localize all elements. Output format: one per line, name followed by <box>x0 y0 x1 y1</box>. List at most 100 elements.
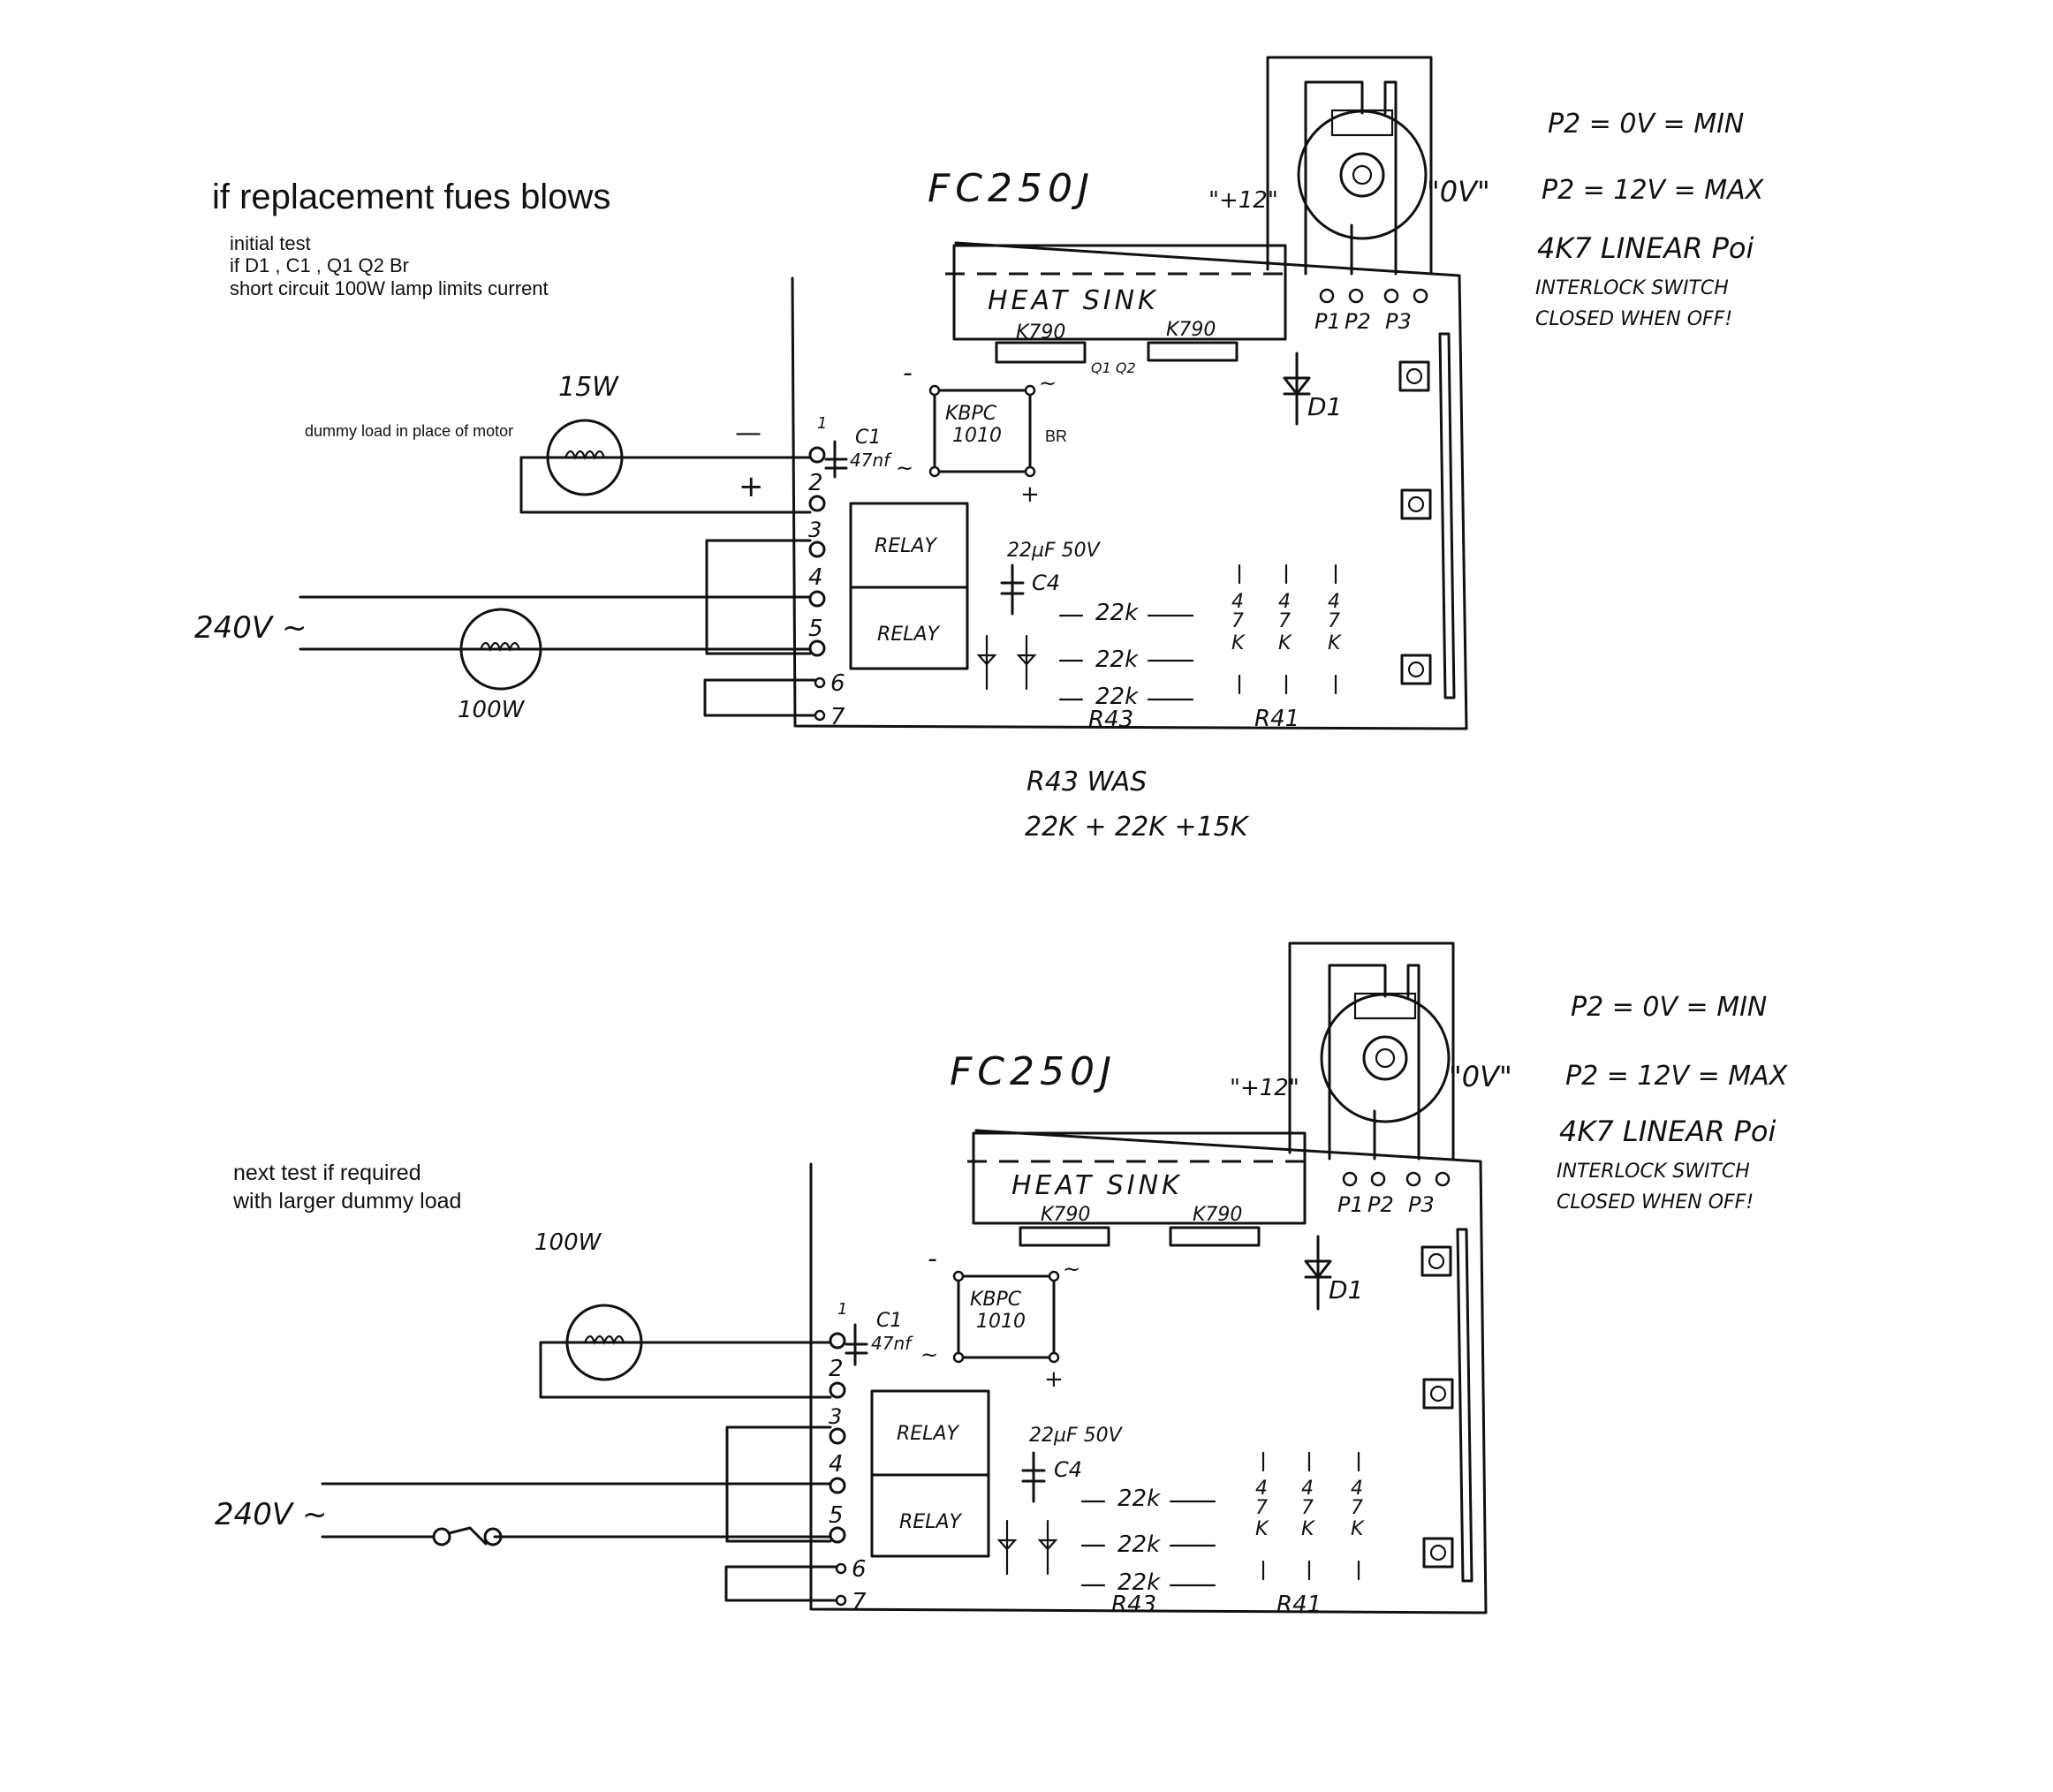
pad-p2-top <box>1348 288 1364 304</box>
cap-c4-value-bottom: 22µF 50V <box>1029 1425 1124 1447</box>
terminal-6-top: 6 <box>830 670 845 697</box>
lamp-100w-bottom <box>565 1304 643 1381</box>
lamp-100w-label-bottom: 100W <box>534 1229 602 1256</box>
bridge-br-top <box>933 389 1032 473</box>
terminal-3-top: 3 <box>808 518 822 542</box>
r43-note-1: R43 WAS <box>1026 767 1147 798</box>
svg-text:4: 4 <box>1231 591 1244 613</box>
diode-d1-top <box>1283 352 1311 426</box>
screw-2-head-top <box>1407 495 1425 513</box>
bridge-pin1-top <box>928 384 941 397</box>
res-47k-1-bottom: 4 7 K <box>1255 1451 1269 1581</box>
schematic-top: FC250J "+12" "0V" HEAT SINK K790 K790 Q1… <box>194 56 1765 843</box>
terminal-pad-6-top <box>814 677 826 689</box>
cap-c1-top <box>824 440 848 479</box>
terminal-7-bottom: 7 <box>852 1589 867 1615</box>
svg-text:7: 7 <box>1255 1497 1268 1519</box>
terminal-5-bottom: 5 <box>829 1502 844 1529</box>
terminal-1-top: 1 <box>817 414 827 433</box>
spec-pot-type-bottom: 4K7 LINEAR Poi <box>1559 1115 1776 1148</box>
pad-p1-bottom <box>1342 1171 1358 1187</box>
bridge-num-top: 1010 <box>952 425 1002 447</box>
bridge-pin3-top <box>928 465 941 478</box>
wire-terminal-6-7-top <box>703 678 816 717</box>
pot-shaft-inner-top <box>1352 164 1373 185</box>
bridge-part-bottom: KBPC <box>970 1289 1022 1311</box>
svg-text:K: K <box>1351 1518 1365 1540</box>
cap-c1-value-bottom: 47nf <box>871 1333 913 1354</box>
lamp-100w-label-top: 100W <box>458 697 526 723</box>
lamp-15w-top <box>546 419 624 496</box>
lamp-15w-label-top: 15W <box>558 372 619 403</box>
terminal-5-top: 5 <box>808 616 823 642</box>
terminal-pad-7-top <box>814 709 826 722</box>
pot-shaft-top <box>1339 152 1385 198</box>
res-47k-3-bottom: 4 7 K <box>1351 1451 1365 1581</box>
r41-label-bottom: R41 <box>1276 1592 1322 1618</box>
terminal-2-top: 2 <box>808 470 823 496</box>
svg-text:K: K <box>1255 1518 1269 1540</box>
res-22k-3-bottom: 22k <box>1117 1569 1161 1596</box>
bridge-part-top: KBPC <box>945 403 997 425</box>
svg-text:7: 7 <box>1231 610 1244 632</box>
terminal-pad-3-top <box>808 541 826 558</box>
res-22k-3-top: 22k <box>1095 684 1139 710</box>
cap-c1-bottom <box>845 1323 868 1366</box>
note-dummy-load: dummy load in place of motor <box>305 422 513 440</box>
transistor-q2-bottom <box>1169 1226 1261 1247</box>
q-labels-top: Q1 Q2 <box>1091 359 1136 376</box>
bridge-pin4-top <box>1024 465 1036 478</box>
pad-p2-bottom <box>1370 1171 1386 1187</box>
svg-text:K: K <box>1328 632 1342 654</box>
note-initial-3: short circuit 100W lamp limits current <box>230 277 549 299</box>
terminal-4-bottom: 4 <box>829 1451 844 1478</box>
transistor-q1-top <box>995 341 1087 364</box>
screw-2-top <box>1400 488 1432 520</box>
bridge-ac1-top: ~ <box>1039 371 1057 396</box>
terminal-pad-5-top <box>808 639 826 657</box>
spec-interlock-2-bottom: CLOSED WHEN OFF! <box>1557 1191 1754 1214</box>
cap-c1-value-top: 47nf <box>850 450 892 471</box>
zener-2-top <box>1016 634 1037 691</box>
side-strip-top <box>1438 332 1456 699</box>
note-heading: if replacement fues blows <box>212 178 610 216</box>
pot-label-p3-top: P3 <box>1385 309 1412 334</box>
heatsink-top <box>952 244 1287 341</box>
lamp-100w-top <box>459 608 542 691</box>
screw-3-bottom <box>1422 1537 1454 1569</box>
pad-p3b-bottom <box>1435 1171 1451 1187</box>
note-next-1: next test if required <box>233 1161 421 1185</box>
transistor-q1-label-bottom: K790 <box>1041 1204 1090 1226</box>
svg-text:7: 7 <box>1328 610 1340 632</box>
cap-c4-top <box>1000 563 1025 616</box>
spec-p2-max-bottom: P2 = 12V = MAX <box>1565 1061 1789 1092</box>
svg-text:4: 4 <box>1328 591 1340 613</box>
board-outline-top <box>791 241 1468 730</box>
svg-text:K: K <box>1231 632 1246 654</box>
relay-2-bottom <box>870 1473 990 1558</box>
terminal-2-bottom: 2 <box>829 1356 844 1382</box>
cap-c1-label-bottom: C1 <box>876 1310 902 1332</box>
relay-1-label-bottom: RELAY <box>897 1423 959 1445</box>
pad-p3b-top <box>1413 288 1428 304</box>
pot-body-bottom <box>1320 993 1451 1123</box>
bridge-pin3-bottom <box>952 1351 965 1364</box>
transistor-q1-bottom <box>1019 1226 1110 1247</box>
bridge-pin4-bottom <box>1048 1351 1060 1364</box>
pot-wire-left-top <box>1304 80 1364 276</box>
cap-c4-label-top: C4 <box>1032 571 1060 595</box>
bridge-plus-bottom: + <box>1044 1366 1064 1393</box>
spec-interlock-2-top: CLOSED WHEN OFF! <box>1535 308 1732 330</box>
wire-terminal-6-7-bottom <box>724 1565 837 1602</box>
pad-p1-top <box>1319 288 1335 304</box>
svg-text:7: 7 <box>1301 1497 1314 1519</box>
heatsink-label-bottom: HEAT SINK <box>1011 1170 1183 1201</box>
spec-p2-min-top: P2 = 0V = MIN <box>1548 109 1744 140</box>
pad-p3a-bottom <box>1405 1171 1421 1187</box>
spec-p2-max-top: P2 = 12V = MAX <box>1542 175 1765 206</box>
pot-label-p1-top: P1 <box>1314 309 1341 334</box>
pot-shaft-inner-bottom <box>1375 1047 1396 1069</box>
screw-1-top <box>1398 360 1430 392</box>
